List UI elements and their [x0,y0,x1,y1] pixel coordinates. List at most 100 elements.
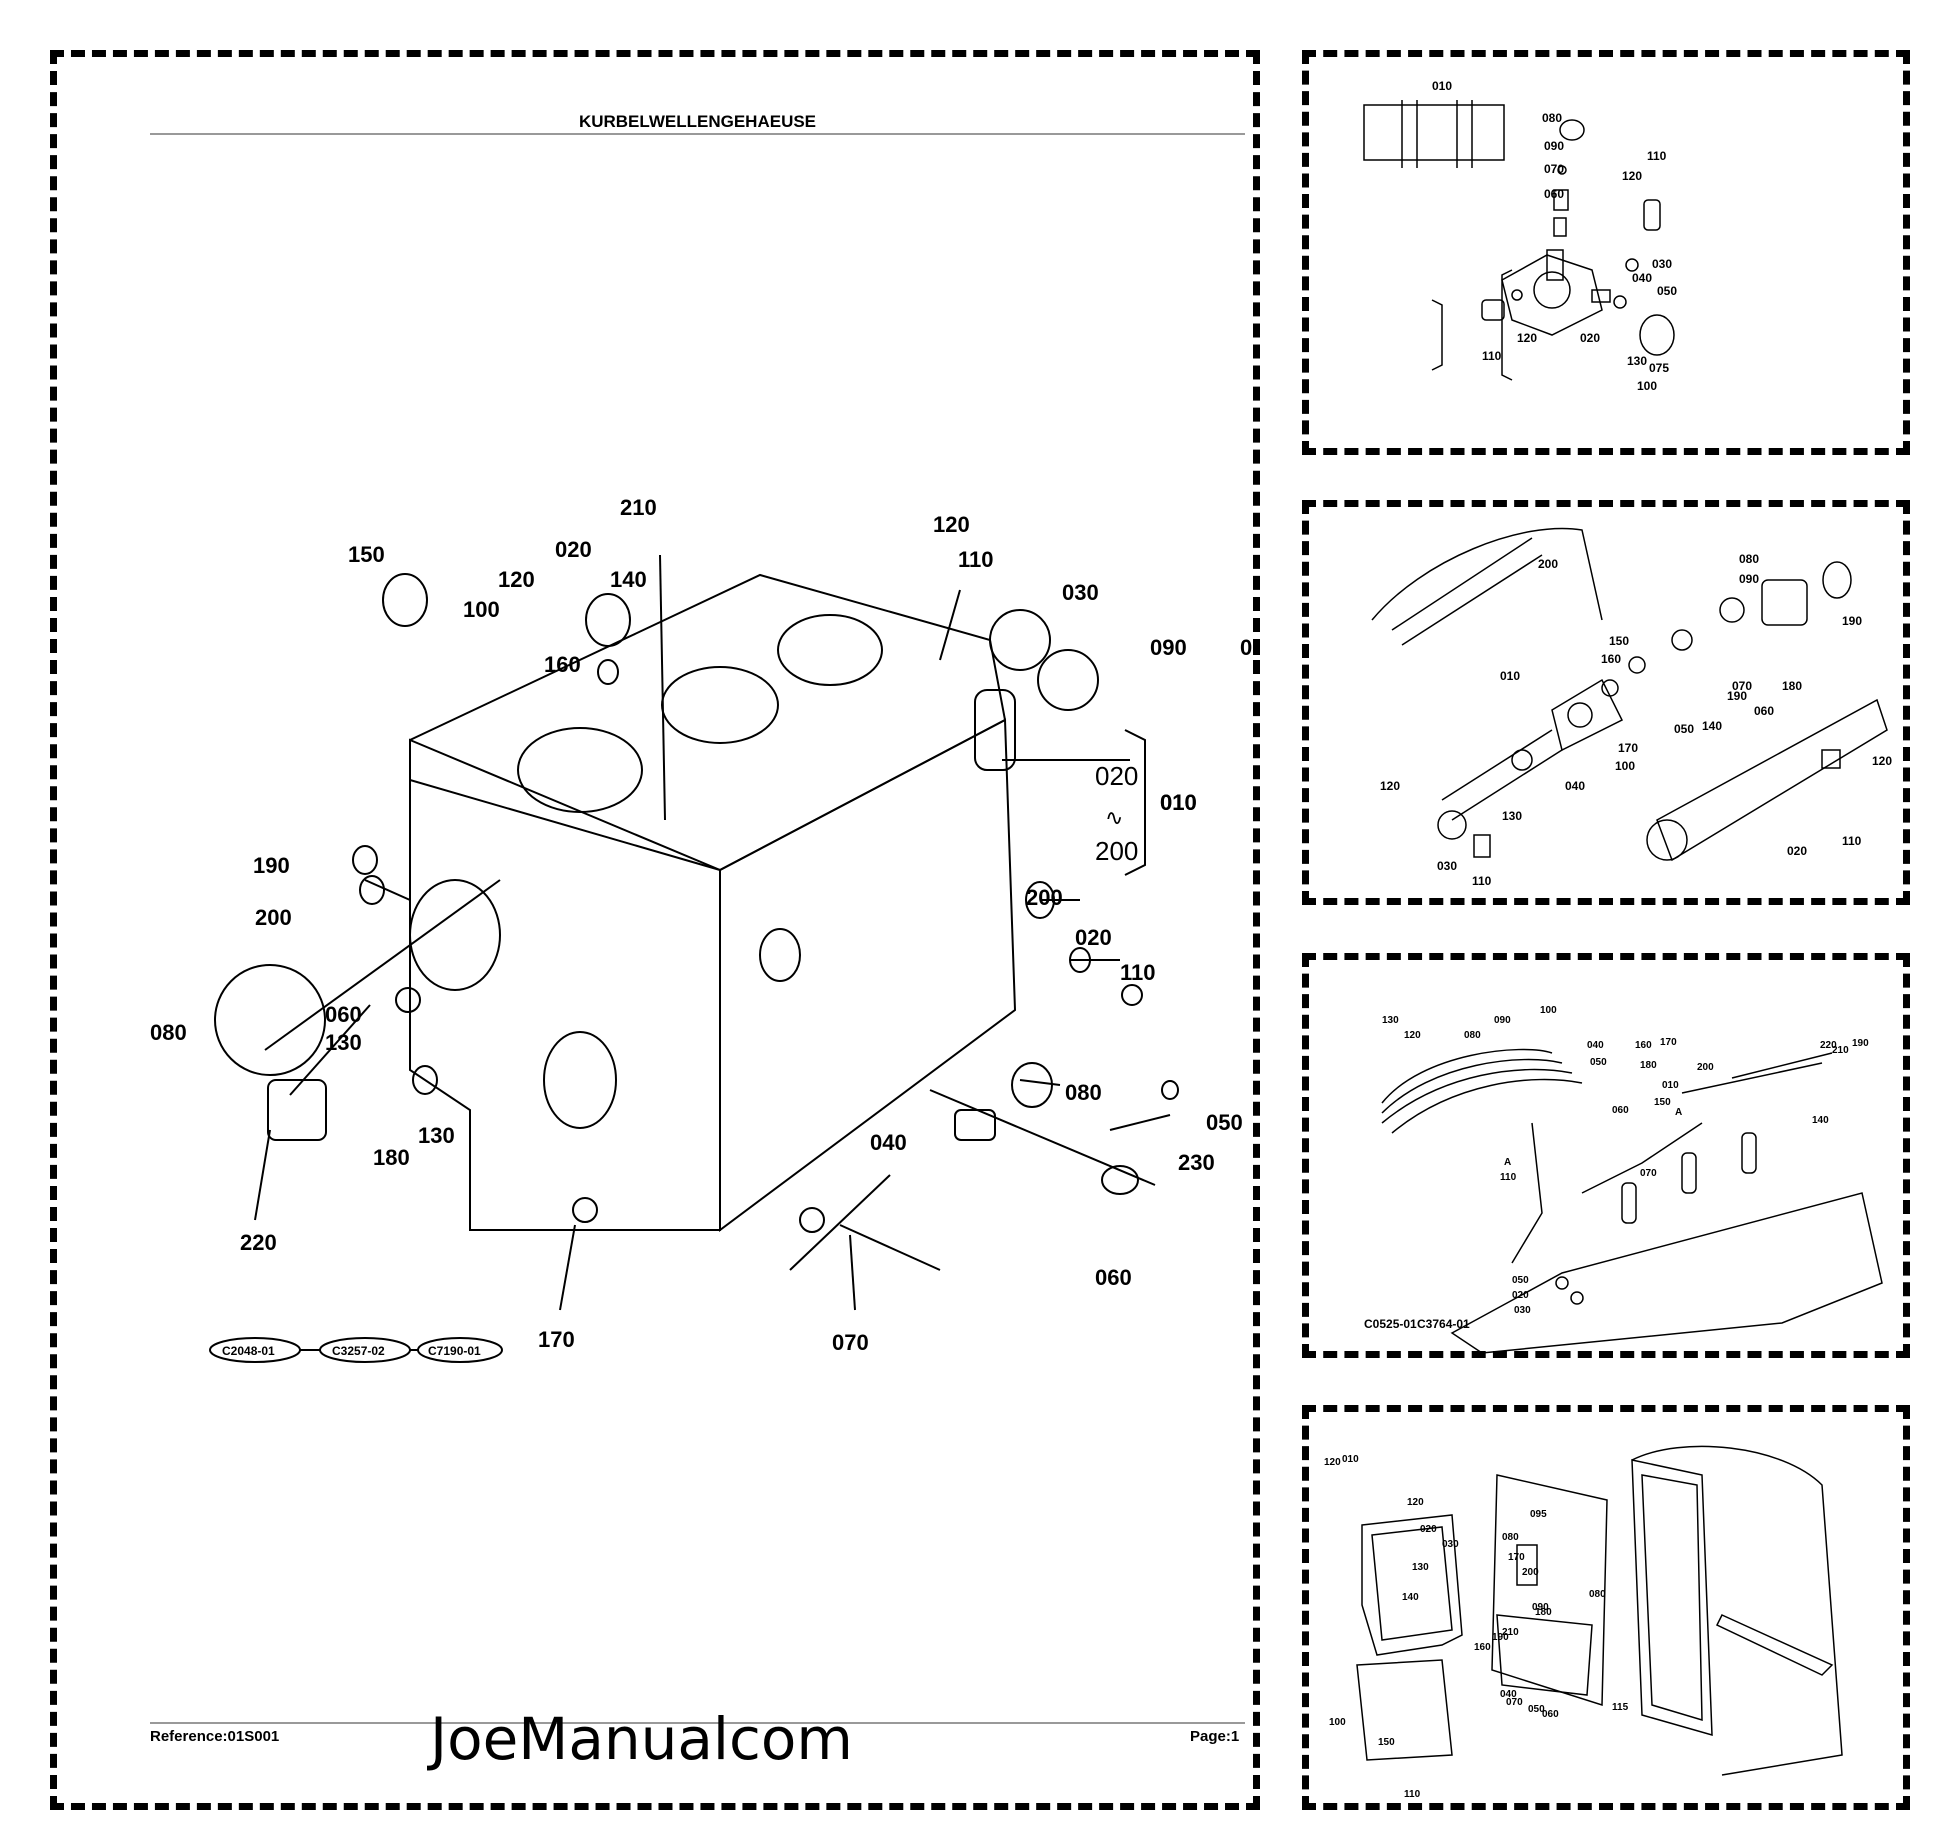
part-label: 190 [1492,1632,1509,1643]
part-label: 190 [253,853,290,878]
part-label: 060 [325,1002,362,1027]
part-label: 075 [1649,361,1669,375]
range-tilde: ∿ [1105,805,1123,830]
flow-code-b: C3764-01 [1417,1317,1470,1331]
part-label: 180 [1535,1607,1552,1618]
door-panel-frame [1302,1405,1910,1810]
part-label: 170 [1660,1037,1677,1048]
part-label: 060 [1754,704,1774,718]
part-label: 210 [1832,1045,1849,1056]
valve-panel-frame [1302,50,1910,455]
part-label: 100 [463,597,500,622]
page-title: KURBELWELLENGEHAEUSE [578,112,817,131]
part-label: 115 [1612,1702,1629,1713]
part-label: 120 [498,567,535,592]
part-label: 020 [555,537,592,562]
part-label: 110 [1404,1789,1421,1800]
part-label: 170 [1508,1552,1525,1563]
part-label: 090 [1544,139,1564,153]
part-label: 020 [1580,331,1600,345]
part-label: 170 [538,1327,575,1352]
part-label: 040 [870,1130,907,1155]
part-label: 060 [1095,1265,1132,1290]
part-label: 090 [1494,1015,1511,1026]
flow-code-3: C7190-01 [428,1344,481,1358]
part-label: 050 [1528,1704,1545,1715]
range-end: 200 [1095,836,1138,866]
part-label: 140 [1812,1115,1829,1126]
part-label: 090 [1739,572,1759,586]
part-label: 160 [544,652,581,677]
part-label: 150 [1609,634,1629,648]
part-label: 070 [1732,679,1752,693]
part-label: 110 [1120,960,1156,985]
part-label: 050 [1590,1057,1607,1068]
part-label: 110 [1500,1172,1517,1183]
part-label: 050 [1512,1275,1529,1286]
part-label: 080 [1065,1080,1102,1105]
part-label: 200 [1697,1062,1714,1073]
cylinder-panel-frame [1302,500,1910,905]
part-label: 110 [1842,834,1862,848]
part-label: 050 [1674,722,1694,736]
flow-code-a: C0525-01 [1364,1317,1417,1331]
title-rule [150,133,1245,135]
part-label: 180 [373,1145,410,1170]
part-label: 080 [1464,1030,1481,1041]
part-label: 200 [1026,885,1063,910]
part-label: 070 [1544,162,1564,176]
plug-150 [382,573,428,627]
part-label: 100 [1329,1717,1346,1728]
part-label: 130 [1627,354,1647,368]
part-label: 030 [1514,1305,1531,1316]
part-label: 190 [1842,614,1862,628]
part-label: 230 [1178,1150,1215,1175]
part-label: 020 [1787,844,1807,858]
part-label: 040 [1500,1689,1517,1700]
part-label: 120 [1380,779,1400,793]
part-label: 220 [240,1230,277,1255]
part-label: 060 [1612,1105,1629,1116]
injection-panel-frame [1302,953,1910,1358]
range-start: 020 [1095,761,1138,791]
part-label: 010 [1500,669,1520,683]
part-label: 170 [1618,741,1638,755]
part-label: 040 [1565,779,1585,793]
part-label: 080 [150,1020,187,1045]
part-label: 160 [1635,1040,1652,1051]
part-label: 080 [1502,1532,1519,1543]
flow-code-2: C3257-02 [332,1344,385,1358]
part-label: 210 [1502,1627,1519,1638]
part-label: 200 [1522,1567,1539,1578]
part-label: 080 [1739,552,1759,566]
part-label: 180 [1640,1060,1657,1071]
part-label: 160 [1474,1642,1491,1653]
part-label: 130 [1502,809,1522,823]
part-label: A [1504,1157,1511,1168]
part-label: 120 [933,512,970,537]
part-label: 020 [1420,1524,1437,1535]
main-diagram-frame [50,50,1260,1810]
flow-code-1: C2048-01 [222,1344,275,1358]
part-label: 110 [1472,874,1492,888]
door-diagram: 0100200300800950900800400700500601151101… [1324,1445,1843,1800]
part-label: 100 [1637,379,1657,393]
part-label: 070 [832,1330,869,1355]
part-label: 120 [1407,1497,1424,1508]
part-label: 100 [1615,759,1635,773]
reference-text: Reference:01S001 [150,1728,280,1745]
part-label: 190 [1727,689,1747,703]
range-group-label: 010 [1160,790,1197,815]
part-label: 130 [1382,1015,1399,1026]
part-label: A [1675,1107,1682,1118]
part-label: 090 [1532,1602,1549,1613]
part-label: 140 [1702,719,1722,733]
footer-rule [150,1722,1245,1724]
part-label: 200 [255,905,292,930]
part-label: 110 [1482,349,1502,363]
part-label: 070 [1506,1697,1523,1708]
crankcase-diagram: 2101501000201401201601201100300900200102… [150,495,1260,1363]
part-label: 120 [1872,754,1892,768]
part-label: 095 [1530,1509,1547,1520]
